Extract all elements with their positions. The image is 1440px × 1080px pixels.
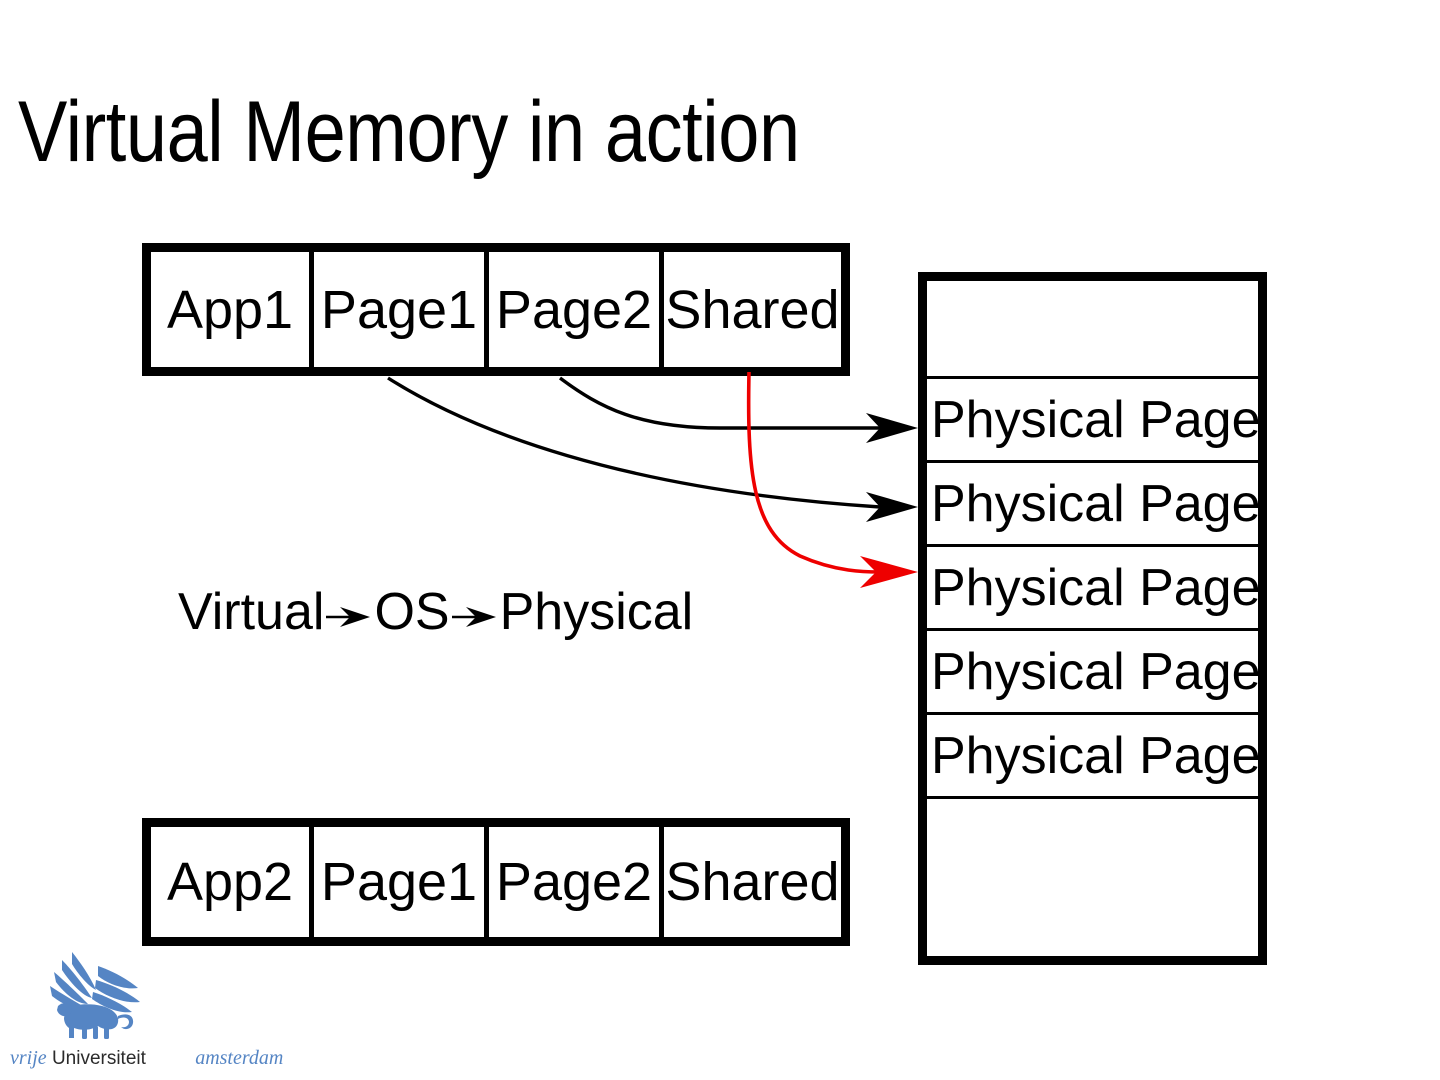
- physical-slot-3: Physical Page: [927, 547, 1261, 631]
- legend-label-virtual: Virtual: [178, 583, 325, 641]
- app2-cell-shared: Shared: [664, 827, 841, 937]
- app1-cell-shared: Shared: [664, 252, 841, 367]
- app2-cell-page2: Page2: [489, 827, 664, 937]
- app1-cell-page1: Page1: [314, 252, 489, 367]
- app2-address-space: App2 Page1 Page2 Shared: [142, 818, 850, 946]
- mapping-arrow-page2: [558, 376, 918, 443]
- app1-address-space: App1 Page1 Page2 Shared: [142, 243, 850, 376]
- legend-label-os: OS: [374, 583, 450, 641]
- app1-cell-page2: Page2: [489, 252, 664, 367]
- mapping-arrow-page1: [387, 376, 918, 522]
- physical-slot-empty-bottom: [927, 799, 1258, 956]
- logo-text-vrije: vrije: [10, 1047, 47, 1069]
- vu-logo-wordmark: vrije Universiteit amsterdam: [10, 1046, 306, 1070]
- physical-slot-1: Physical Page: [927, 379, 1261, 463]
- translation-legend: Virtual OS Physical: [178, 586, 693, 638]
- physical-slot-4: Physical Page: [927, 631, 1261, 715]
- right-arrow-icon-2: [451, 586, 498, 638]
- winged-lion-icon: [50, 952, 140, 1039]
- logo-text-universiteit: Universiteit: [51, 1048, 146, 1069]
- mapping-arrow-shared: [746, 371, 918, 588]
- page-title: Virtual Memory in action: [18, 84, 800, 180]
- app2-cell-name: App2: [151, 827, 314, 937]
- physical-slot-empty-top: [927, 281, 1258, 379]
- physical-slot-5: Physical Page: [927, 715, 1261, 799]
- legend-label-physical: Physical: [499, 583, 694, 641]
- app1-cell-name: App1: [151, 252, 314, 367]
- vu-amsterdam-logo: vrije Universiteit amsterdam: [8, 946, 308, 1070]
- physical-slot-2: Physical Page: [927, 463, 1261, 547]
- logo-text-amsterdam: amsterdam: [195, 1047, 284, 1069]
- physical-memory-column: Physical Page Physical Page Physical Pag…: [918, 272, 1267, 965]
- app2-cell-page1: Page1: [314, 827, 489, 937]
- right-arrow-icon: [326, 586, 372, 638]
